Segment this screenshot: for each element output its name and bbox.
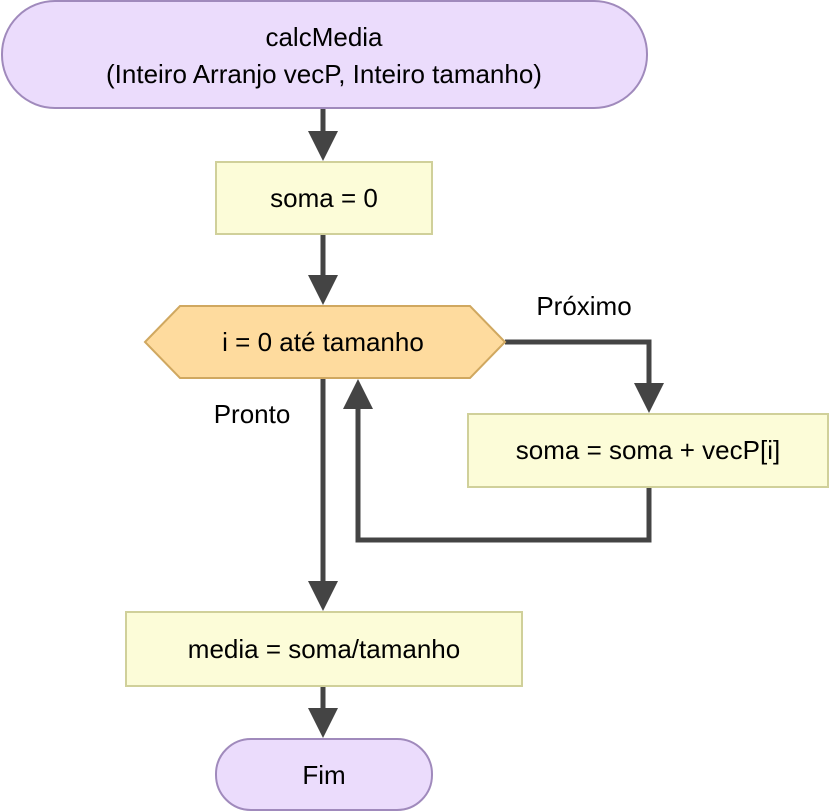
start-terminal: calcMedia (Inteiro Arranjo vecP, Inteiro… xyxy=(1,0,648,109)
loop-next-label: Próximo xyxy=(536,291,631,321)
end-terminal-shape xyxy=(215,738,433,811)
process-result: media = soma/tamanho xyxy=(125,611,523,687)
loop-done-label: Pronto xyxy=(214,399,291,429)
process-init-label: soma = 0 xyxy=(270,183,378,213)
loop-hexagon xyxy=(143,305,507,379)
process-result-box xyxy=(125,611,523,687)
end-terminal: Fim xyxy=(215,738,433,811)
loop-condition-label: i = 0 até tamanho xyxy=(222,327,424,357)
loop-node: i = 0 até tamanho xyxy=(143,305,507,379)
process-loop-body: soma = soma + vecP[i] xyxy=(467,413,829,488)
process-loop-body-label: soma = soma + vecP[i] xyxy=(516,435,780,465)
process-init: soma = 0 xyxy=(215,161,433,235)
start-terminal-shape xyxy=(1,0,648,109)
start-terminal-title: calcMedia xyxy=(265,22,383,52)
arrow-loop-next xyxy=(505,339,664,413)
start-terminal-params: (Inteiro Arranjo vecP, Inteiro tamanho) xyxy=(106,59,542,89)
arrow-body-back-to-loop xyxy=(343,379,652,543)
process-result-label: media = soma/tamanho xyxy=(188,634,460,664)
process-loop-body-box xyxy=(467,413,829,488)
end-terminal-label: Fim xyxy=(302,760,345,790)
process-init-box xyxy=(215,161,433,235)
